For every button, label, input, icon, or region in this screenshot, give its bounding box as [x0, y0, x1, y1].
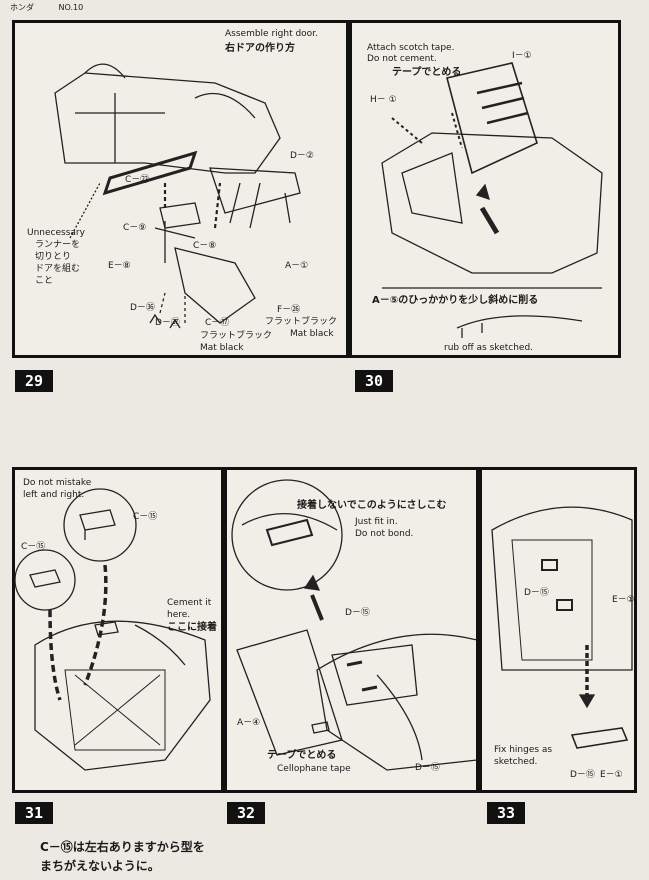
step-30-number: 30: [355, 370, 393, 392]
page-number: NO.10: [58, 3, 84, 12]
label-tape-jp-32: テープでとめる: [267, 750, 337, 761]
label-c9: C－⑨: [123, 223, 147, 233]
label-d15b-33: D－⑮: [570, 770, 595, 780]
step-29-number: 29: [15, 370, 53, 392]
label-d15a: D－⑮: [345, 608, 370, 618]
label-cement-jp: ここに接着: [167, 622, 217, 633]
step-31-number: 31: [15, 802, 53, 824]
label-mat-black-c: Mat black: [200, 343, 244, 353]
label-rub-off: rub off as sketched.: [444, 343, 534, 353]
step-32-number: 32: [227, 802, 265, 824]
label-mistake1: Do not mistake: [23, 478, 92, 488]
label-d37: D－㊲: [155, 318, 180, 328]
label-tape-en2: Do not cement.: [367, 54, 437, 64]
step-30-drawing: [381, 62, 603, 338]
step-32-panel: 接着しないでこのようにさしこむ Just fit in. Do not bond…: [224, 467, 479, 793]
label-runner-jp4: こと: [35, 276, 54, 286]
label-d15-33: D－⑮: [524, 588, 549, 598]
label-flat-black-c: フラットブラック: [200, 331, 273, 341]
label-c8: C－⑧: [193, 241, 217, 251]
bottom-note: C－⑮は左右ありますから型を まちがえないように。: [40, 838, 205, 876]
step-33-drawing: [491, 506, 633, 749]
label-tape-en1: Attach scotch tape.: [367, 43, 455, 53]
label-c15b: C－⑮: [21, 542, 46, 552]
label-cement2: here.: [167, 610, 191, 620]
step-29-title-jp: 右ドアの作り方: [225, 43, 295, 54]
label-mistake2: left and right.: [23, 490, 85, 500]
label-e1-33: E－①: [612, 595, 635, 605]
label-fix2: sketched.: [494, 757, 538, 767]
label-d36: D－㊱: [130, 303, 155, 313]
step-32-drawing: [231, 479, 476, 771]
label-runner-jp1: ランナーを: [35, 240, 81, 250]
label-flat-black-f: フラットブラック: [265, 317, 338, 327]
bottom-note-line1: C－⑮は左右ありますから型を: [40, 840, 205, 854]
label-c17: C－⑰: [205, 318, 230, 328]
label-c22: C－㉒: [125, 175, 150, 185]
label-h1: H－ ①: [370, 95, 397, 105]
label-a5-jp: A－⑤のひっかかりを少し斜めに削る: [372, 295, 539, 306]
label-runner-jp3: ドアを組む: [35, 264, 81, 274]
label-d15b: D－⑮: [415, 763, 440, 773]
label-tape-en-32: Cellophane tape: [277, 764, 351, 774]
step-29-title-en: Assemble right door.: [225, 29, 318, 39]
label-mat-black-f: Mat black: [290, 329, 334, 339]
label-f26: F－㉖: [277, 305, 301, 315]
bottom-note-line2: まちがえないように。: [40, 859, 160, 873]
label-runner-jp2: 切りとり: [35, 252, 72, 262]
label-fit1: Just fit in.: [355, 517, 398, 527]
label-fit2: Do not bond.: [355, 529, 414, 539]
page-header: ホンダ NO.10: [10, 2, 105, 13]
label-fix1: Fix hinges as: [494, 745, 553, 755]
step-31-panel: Do not mistake left and right. C－⑮ C－⑮ C…: [12, 467, 224, 793]
label-i1: I－①: [512, 51, 532, 61]
label-cement1: Cement it: [167, 598, 212, 608]
step-33-number: 33: [487, 802, 525, 824]
label-e1b-33: E－①: [600, 770, 623, 780]
brand-label: ホンダ: [10, 3, 34, 12]
label-c15a: C－⑮: [133, 512, 158, 522]
label-a1: A－①: [285, 261, 309, 271]
step-29-drawing: [54, 63, 301, 329]
step-29-panel: Assemble right door. 右ドアの作り方 C－㉒ C－⑨ E－⑧…: [12, 20, 349, 358]
step-30-panel: Attach scotch tape. Do not cement. テープでと…: [349, 20, 621, 358]
label-fit-jp: 接着しないでこのようにさしこむ: [297, 500, 447, 511]
label-unnecessary: Unnecessary: [27, 228, 85, 238]
step-33-panel: D－⑮ E－① Fix hinges as sketched. D－⑮ E－①: [479, 467, 637, 793]
label-e8: E－⑧: [108, 261, 131, 271]
label-d2: D－②: [290, 151, 314, 161]
label-tape-jp: テープでとめる: [392, 67, 462, 78]
step-31-drawing: [15, 488, 211, 771]
label-a4: A－④: [237, 718, 261, 728]
